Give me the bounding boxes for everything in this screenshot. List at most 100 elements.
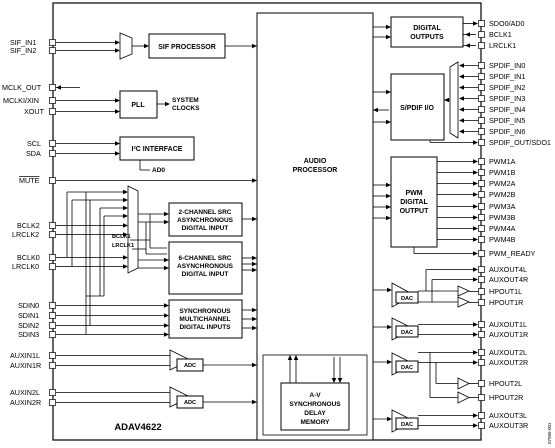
sync-inputs-label-3: DIGITAL INPUTS [179,324,231,331]
pin-auxin1r: AUXIN1R [10,361,41,370]
mux-to-src-routing [138,211,169,271]
pin-auxin2r: AUXIN2R [10,398,41,407]
sync-inputs-label-2: MULTICHANNEL [179,316,230,323]
sdin-routing [56,296,169,337]
sif-processor-label: SIF PROCESSOR [158,44,216,51]
pin-auxout4r: AUXOUT4R [489,275,528,284]
av-delay-label-4: MEMORY [300,419,330,426]
pin-pwm2a: PWM2A [489,179,516,188]
chip-name: ADAV4622 [114,422,161,433]
pin-auxout3r: AUXOUT3R [489,421,528,430]
dac3-section: DAC [373,350,478,404]
pin-lrclk0: LRCLK0 [12,262,39,271]
sif-processor-block [148,33,226,59]
pin-mclk-out: MCLK_OUT [2,83,42,92]
pin-pwm2b: PWM2B [489,190,516,199]
dac3-label: DAC [401,365,413,371]
pin-xout: XOUT [24,107,45,116]
adc2-label: ADC [184,400,196,406]
dac1-section: DAC [373,267,478,308]
pin-mute: MUTE [19,176,40,185]
dac2-block [395,325,419,338]
clock-section: PLL SYSTEM CLOCKS [56,85,200,119]
dac2-section: DAC [373,317,478,341]
sif-mux [119,32,133,60]
src2-label-2: ASYNCHRONOUS [177,217,234,224]
sync-inputs-block [168,299,243,339]
src6-label-3: DIGITAL INPUT [182,271,229,278]
inner-bclk1-label: BCLK1 [112,234,131,240]
av-delay-label-3: DELAY [304,410,326,417]
pin-pwm-ready: PWM_READY [489,249,536,258]
av-delay-outer [262,354,368,436]
pin-spdif-in2: SPDIF_IN2 [489,83,525,92]
serial-clock-routing [56,189,128,297]
pin-hpout1r: HPOUT1R [489,298,523,307]
audio-processor-block [256,12,374,441]
src2-label-3: DIGITAL INPUT [182,225,229,232]
pll-label: PLL [131,102,145,109]
pin-auxin1l: AUXIN1L [10,351,40,360]
pin-bclk1: BCLK1 [489,30,512,39]
inner-lrclk1-label: LRCLK1 [112,243,134,249]
pin-spdif-in4: SPDIF_IN4 [489,105,525,114]
pin-spdif-in0: SPDIF_IN0 [489,61,525,70]
digital-outputs-label-1: DIGITAL [413,25,441,32]
pwm-output-label-2: DIGITAL [400,199,428,206]
dac1-block [395,291,419,304]
pin-spdif-in1: SPDIF_IN1 [489,72,525,81]
pin-bclk2: BCLK2 [17,221,40,230]
dac4-section: DAC [373,409,478,433]
i2c-interface-label: I²C INTERFACE [132,146,183,153]
dac4-block [395,417,419,430]
digital-outputs-block [390,16,464,48]
left-pins: SIF_IN1 SIF_IN2 MCLK_OUT MCLKI/XIN XOUT … [2,38,56,407]
pin-pwm1a: PWM1A [489,157,516,166]
audio-processor-label-1: AUDIO [304,158,327,165]
pin-sdin1: SDIN1 [18,311,39,320]
pin-auxin2l: AUXIN2L [10,388,40,397]
adc1-label: ADC [184,363,196,369]
pin-auxout2l: AUXOUT2L [489,348,527,357]
pin-hpout2r: HPOUT2R [489,393,523,402]
pin-lrclk1: LRCLK1 [489,41,516,50]
pwm-output-block [390,156,438,248]
src6-label-1: 6-CHANNEL SRC [179,255,232,262]
pll-block [119,90,158,119]
dac4-label: DAC [401,422,413,428]
pin-auxout4l: AUXOUT4L [489,265,527,274]
pin-spdif-in3: SPDIF_IN3 [489,94,525,103]
pin-sdin0: SDIN0 [18,301,39,310]
pin-auxout1r: AUXOUT1R [489,330,528,339]
dac3-block [395,360,419,373]
pin-sdin2: SDIN2 [18,321,39,330]
adc1-section: ADC [56,349,257,372]
src2-label-1: 2-CHANNEL SRC [179,209,232,216]
i2c-interface-block [119,136,195,161]
pin-spdif-out-sdo1: SPDIF_OUT/SDO1 [489,138,551,147]
pin-spdif-in5: SPDIF_IN5 [489,116,525,125]
ad0-label: AD0 [152,167,165,174]
src6-label-2: ASYNCHRONOUS [177,263,234,270]
figure-id: 07986-001 [547,422,552,444]
adc2-section: ADC [56,386,257,409]
pin-sdin3: SDIN3 [18,330,39,339]
pin-hpout2l: HPOUT2L [489,379,522,388]
src2-block [168,202,243,237]
sync-inputs-label-1: SYNCHRONOUS [179,308,231,315]
pin-hpout1l: HPOUT1L [489,287,522,296]
pin-sif-in1: SIF_IN1 [10,38,36,47]
pin-auxout1l: AUXOUT1L [489,320,527,329]
pin-pwm3a: PWM3A [489,202,516,211]
pin-sdo0-ad0: SDO0/AD0 [489,19,525,28]
pin-pwm3b: PWM3B [489,213,516,222]
av-delay-block [280,382,350,431]
right-pins: SDO0/AD0 BCLK1 LRCLK1 SPDIF_IN0 SPDIF_IN… [478,19,551,430]
pwm-routing [373,159,478,256]
pin-spdif-in6: SPDIF_IN6 [489,127,525,136]
pin-scl: SCL [27,139,41,148]
clock-mux [127,185,139,274]
digital-outputs-routing [373,21,478,48]
spdif-io-label: S/PDIF I/O [400,105,434,112]
pin-pwm1b: PWM1B [489,168,516,177]
